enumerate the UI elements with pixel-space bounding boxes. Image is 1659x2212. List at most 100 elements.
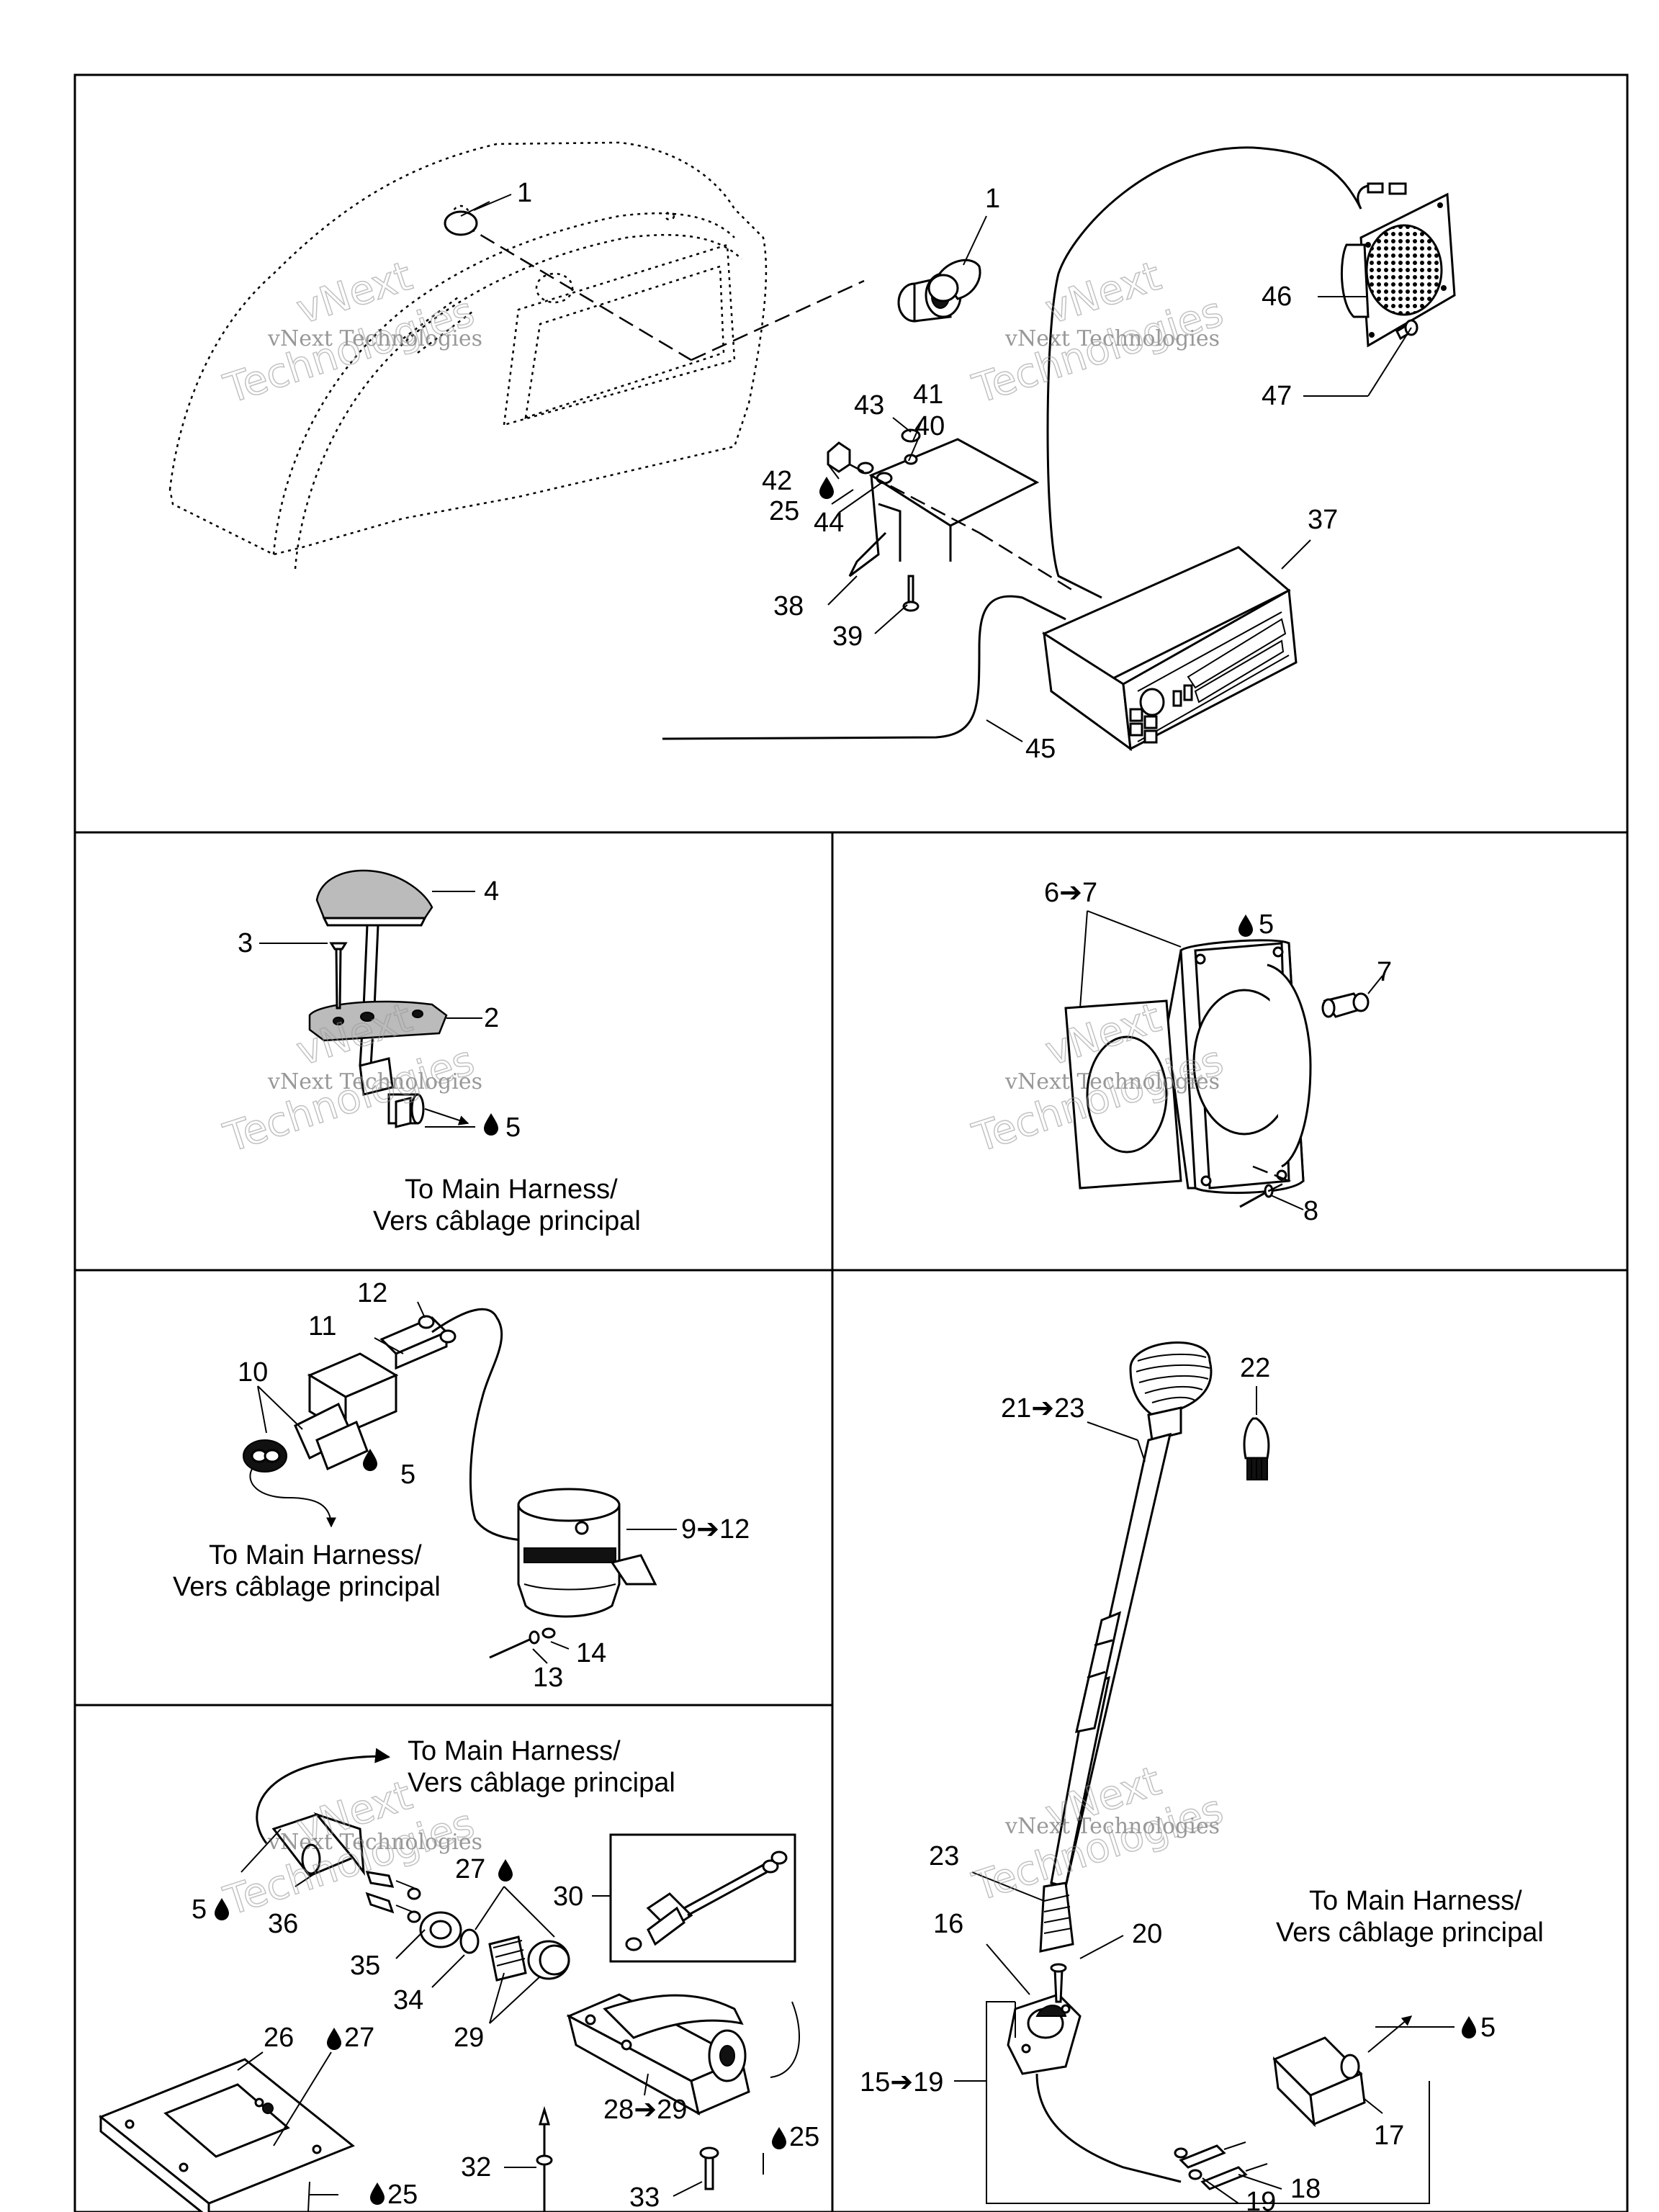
- svg-text:vNext Technologies: vNext Technologies: [1004, 326, 1220, 351]
- light-globe: [1129, 1341, 1213, 1442]
- power-outlet: [897, 258, 981, 323]
- callout-29: 29: [454, 2023, 484, 2053]
- panel-frames: [73, 73, 1629, 2212]
- svg-text:vNext Technologies: vNext Technologies: [1004, 1814, 1220, 1839]
- callout-45: 45: [1025, 734, 1056, 764]
- callout-7: 7: [1377, 957, 1392, 987]
- callout-22: 22: [1240, 1353, 1270, 1383]
- panel-mid-right: 6➔7 5 7 8 vNext vNext Technologies Techn…: [967, 878, 1393, 1226]
- callout-47: 47: [1262, 381, 1292, 411]
- callout-44: 44: [814, 508, 844, 538]
- callout-5-switch: 5: [192, 1894, 207, 1925]
- callout-35: 35: [350, 1951, 380, 1981]
- callout-18: 18: [1290, 2174, 1321, 2204]
- callout-41: 41: [913, 379, 943, 410]
- watermark-top-right: vNext vNext Technologies Technologies: [967, 252, 1230, 413]
- callout-23: 23: [929, 1841, 959, 1871]
- harness-note-line1-switch: To Main Harness/: [408, 1736, 621, 1766]
- harness-note-line2-nav: Vers câblage principal: [1276, 1917, 1544, 1948]
- callout-5: 5: [505, 1112, 521, 1143]
- harness-note-line2: Vers câblage principal: [373, 1206, 641, 1236]
- connector-36: [271, 1812, 365, 1877]
- callout-46: 46: [1262, 282, 1292, 312]
- callout-36: 36: [268, 1909, 298, 1939]
- connector-5: [359, 1057, 425, 1128]
- callout-39: 39: [832, 621, 863, 652]
- connector-10-11: [294, 1316, 449, 1471]
- callout-25a: 25: [789, 2122, 819, 2152]
- rivet-8: [1239, 1184, 1274, 1208]
- seal: [243, 1439, 287, 1473]
- watermark-top-left: vNext vNext Technologies Technologies: [218, 252, 482, 413]
- callout-4: 4: [484, 876, 499, 907]
- bulb-7: [1321, 992, 1370, 1018]
- panel-bottom-left: 5 36 27 30 35 34 29 26 27 28➔29 25 32 33…: [99, 1736, 819, 2212]
- panel-lower-left: 12 11 10 5 9➔12 14 13 To Main Harness/ V…: [173, 1278, 750, 1693]
- harness-note-line1-nav: To Main Harness/: [1309, 1886, 1522, 1916]
- callout-25b: 25: [387, 2180, 418, 2210]
- bracket: [848, 438, 1040, 577]
- callout-28-29: 28➔29: [603, 2095, 687, 2125]
- callout-5-gauge: 5: [1259, 909, 1274, 940]
- callout-27a: 27: [455, 1854, 485, 1884]
- callout-26: 26: [264, 2023, 294, 2053]
- inset-pin-30: [625, 1851, 788, 1951]
- lever-28: [566, 1993, 750, 2116]
- screw-13: [489, 1627, 556, 1659]
- callout-43: 43: [854, 390, 884, 421]
- watermark-right: vNext vNext Technologies Technologies: [967, 1757, 1230, 1911]
- svg-text:vNext Technologies: vNext Technologies: [1004, 1069, 1220, 1094]
- callout-30: 30: [553, 1881, 583, 1912]
- panel-right: 22 21➔23 23 16 20 15➔19 17 18 19 5 To Ma…: [860, 1341, 1544, 2212]
- callout-16: 16: [933, 1909, 963, 1939]
- callout-27b: 27: [344, 2023, 374, 2053]
- dome-light: [315, 869, 433, 927]
- screw-32: [536, 2105, 553, 2212]
- plate-26: [99, 2058, 355, 2212]
- switch-nut-35: [407, 1887, 462, 1948]
- screw-20: [1050, 1963, 1067, 2003]
- socket-on-console: [444, 201, 490, 236]
- connector-17: [1272, 2036, 1366, 2128]
- callout-37: 37: [1308, 505, 1338, 535]
- harness-note-line2-horn: Vers câblage principal: [173, 1572, 441, 1602]
- callout-34: 34: [393, 1985, 423, 2015]
- harness-note-line1-horn: To Main Harness/: [209, 1540, 422, 1570]
- bushing-29: [488, 1936, 570, 1982]
- callout-14: 14: [576, 1638, 606, 1668]
- callout-38: 38: [773, 591, 804, 621]
- screw-33: [699, 2146, 719, 2190]
- callout-20: 20: [1132, 1919, 1162, 1949]
- screw-3: [329, 942, 348, 1010]
- svg-text:vNext Technologies: vNext Technologies: [267, 1830, 482, 1855]
- callout-21-23: 21➔23: [1001, 1393, 1084, 1424]
- callout-17: 17: [1374, 2121, 1404, 2151]
- callout-1b: 1: [985, 184, 1000, 214]
- horn: [517, 1488, 657, 1618]
- mount-base: [308, 1000, 448, 1042]
- callout-9-12: 9➔12: [681, 1514, 750, 1545]
- harness-note-line1: To Main Harness/: [405, 1174, 618, 1205]
- panel-mid-left: 4 3 2 5 To Main Harness/ Vers câblage pr…: [218, 869, 641, 1236]
- svg-text:vNext Technologies: vNext Technologies: [267, 1069, 482, 1094]
- callout-42: 42: [762, 466, 792, 496]
- callout-5-horn: 5: [400, 1460, 415, 1490]
- terminals-18: [1179, 2141, 1268, 2190]
- leaders-top: [473, 194, 1412, 742]
- callout-33: 33: [629, 2182, 660, 2212]
- callout-2: 2: [484, 1003, 499, 1033]
- radio-unit: [1042, 546, 1298, 752]
- pole: [1039, 1432, 1172, 1953]
- gauge-bezel: [1179, 939, 1312, 1195]
- callout-10: 10: [238, 1357, 268, 1388]
- socket-16: [1007, 1993, 1082, 2075]
- callout-25: 25: [769, 496, 799, 526]
- panel-top: 1 1 46 47 43 41 40 42 25 44 37 38 39 45 …: [168, 141, 1456, 764]
- callout-15-19: 15➔19: [860, 2067, 943, 2098]
- console-outline: [168, 141, 865, 570]
- callout-11: 11: [308, 1311, 336, 1341]
- harness-note-line2-switch: Vers câblage principal: [408, 1768, 675, 1798]
- speaker: [1341, 192, 1456, 348]
- callout-6-7: 6➔7: [1044, 878, 1097, 908]
- callout-3: 3: [238, 928, 253, 958]
